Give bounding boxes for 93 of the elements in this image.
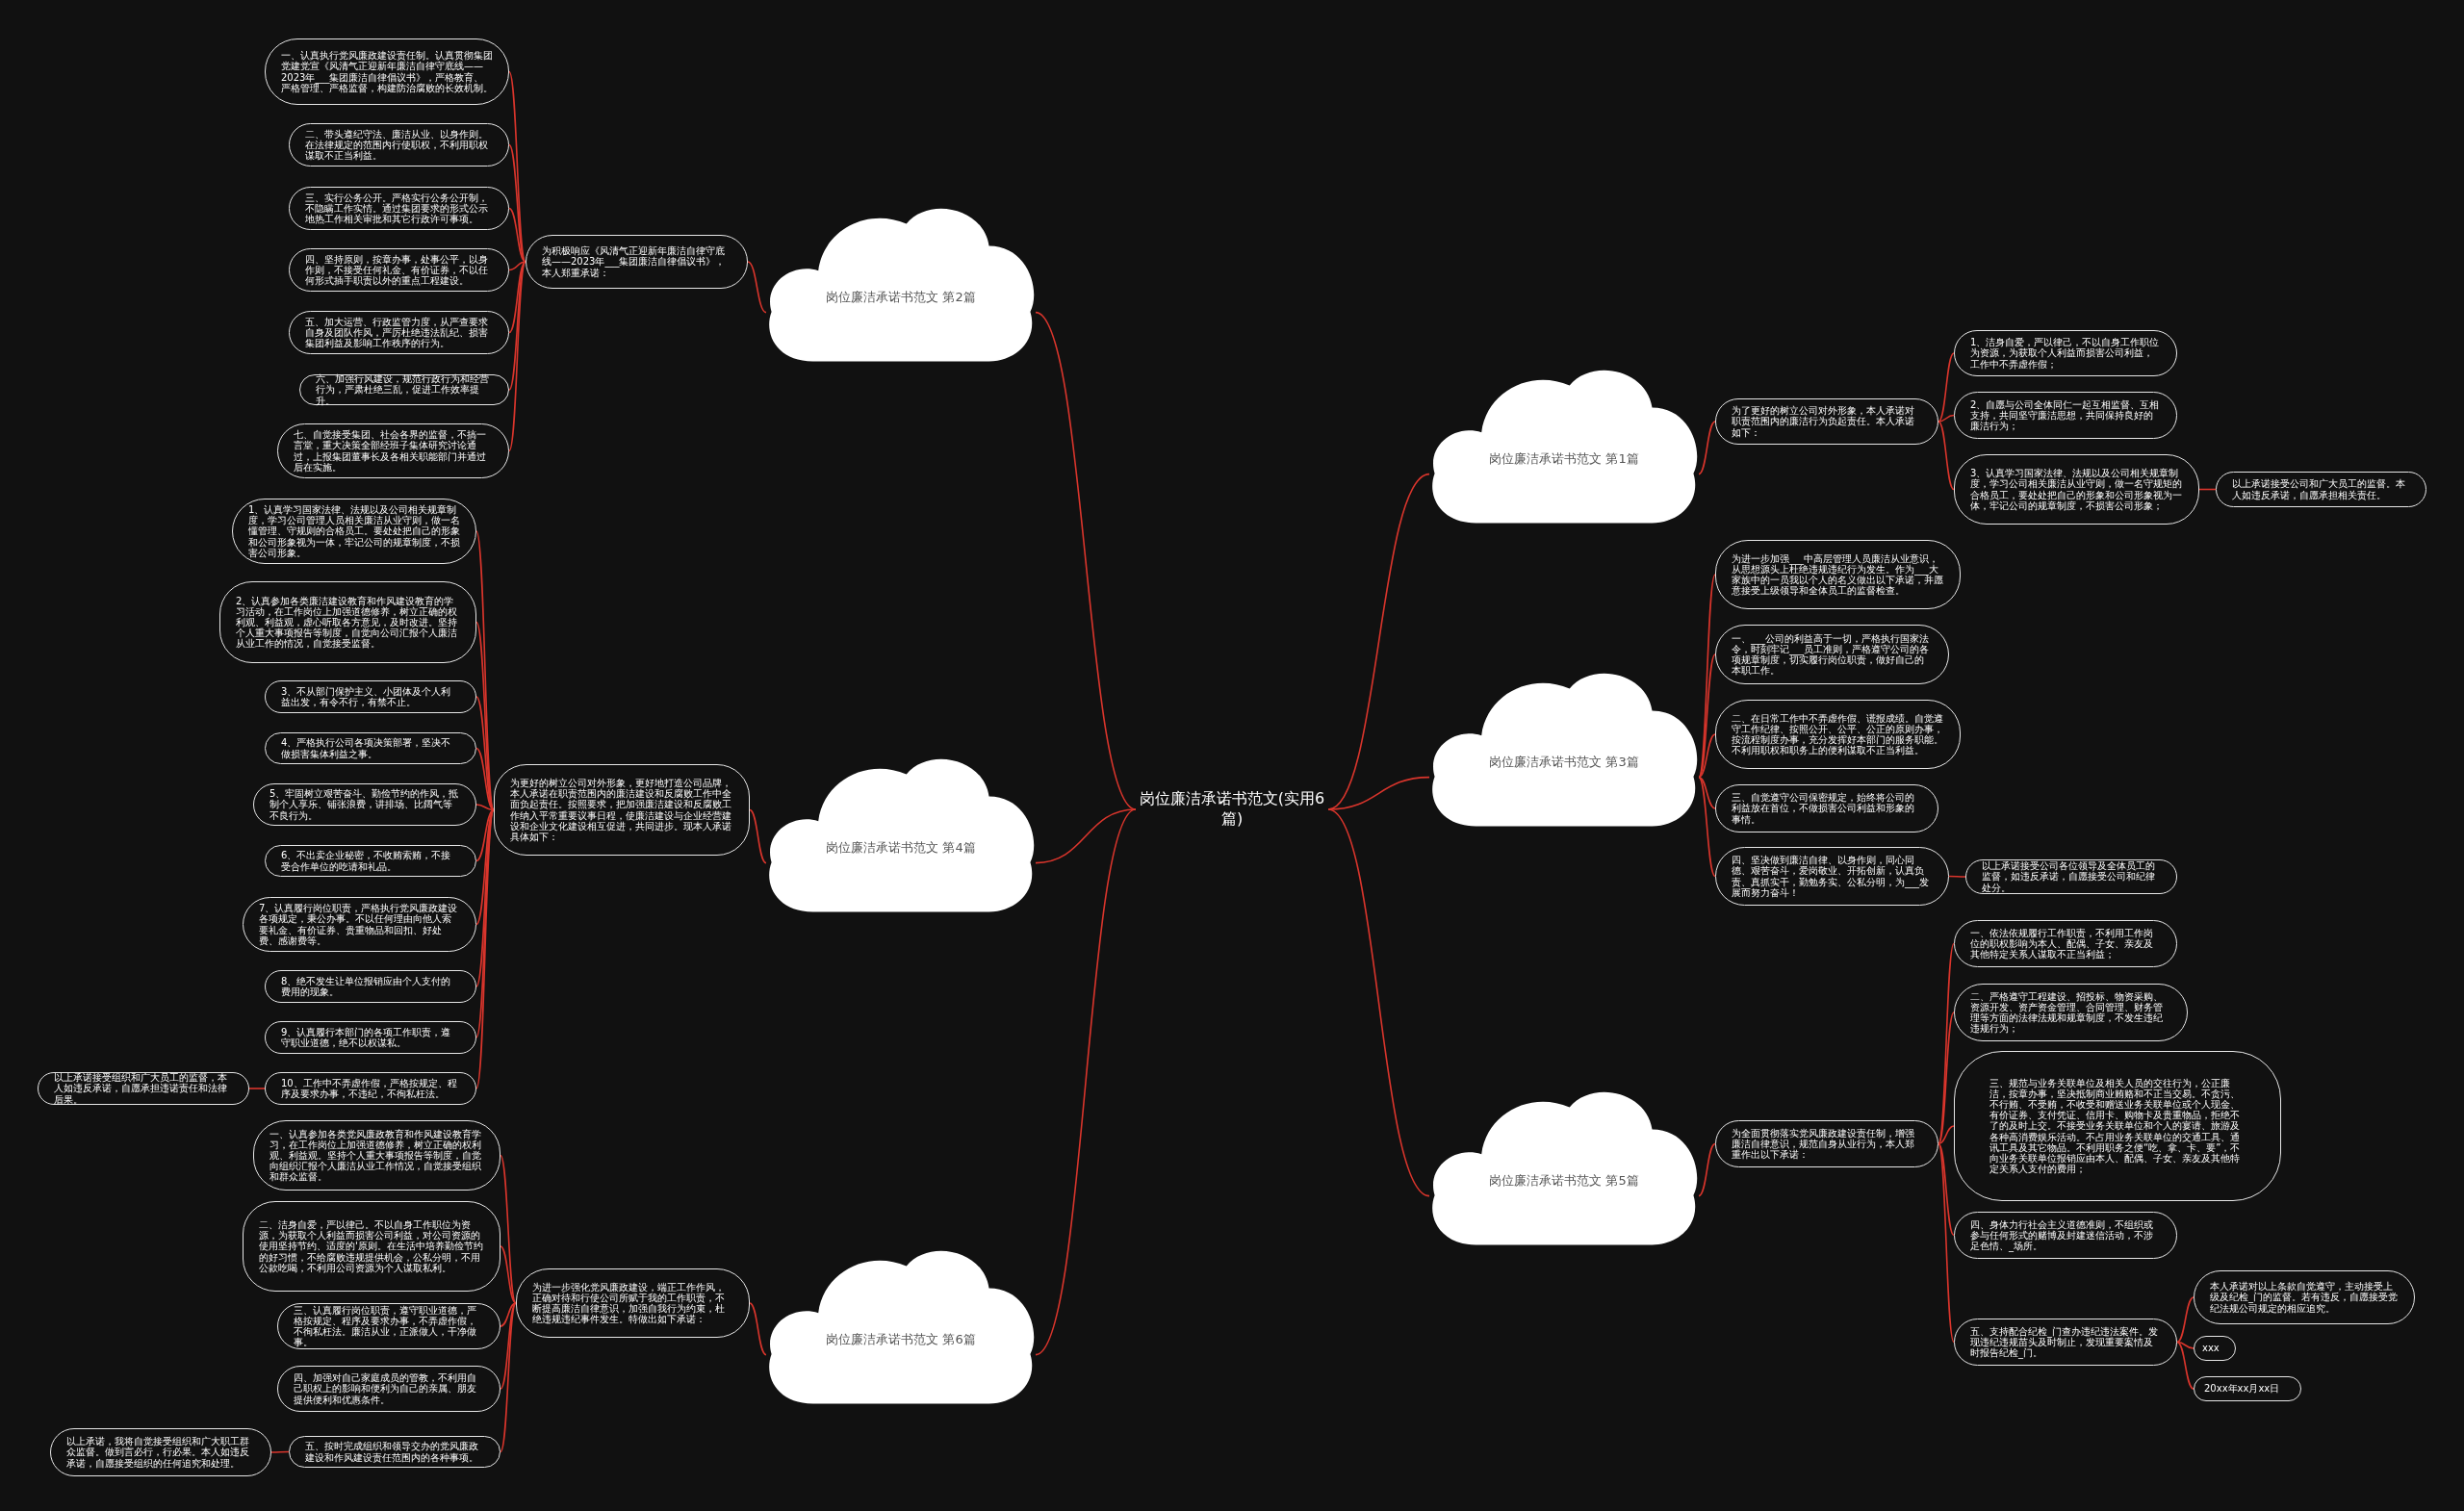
connector-line	[1948, 875, 1966, 878]
connector-line	[2176, 1296, 2194, 1344]
topic-box: 为进一步加强___中高层管理人员廉洁从业意识，从思想源头上杜绝违规违纪行为发生。作为___大家族中的一员我以个人的名义做出以下承诺，并愿意接受上级领导和全体员工的监督检查。	[1715, 540, 1961, 609]
topic-box: 以上承诺接受公司各位领导及全体员工的监督，如违反承诺，自愿接受公司和纪律处分。	[1965, 859, 2177, 894]
connector-line	[500, 1245, 517, 1304]
topic-box: 以上承诺接受组织和广大员工的监督，本人如违反承诺，自愿承担违诺责任和法律后果。	[38, 1072, 249, 1105]
connector-line	[2176, 1341, 2194, 1390]
connector-line	[508, 261, 526, 452]
topic-box: 2、认真参加各类廉洁建设教育和作风建设教育的学习活动，在工作岗位上加强道德修养，树立正确的权利观、利益观，虚心听取各方意见，及时改进。坚持个人重大事项报告等制度，自觉向公司汇报个人廉洁从业工作的情况，自觉接受监督。	[219, 581, 476, 663]
connector-line	[1938, 352, 1955, 423]
topic-box: 为进一步强化党风廉政建设，端正工作作风，正确对待和行使公司所赋于我的工作职责，不断提高廉洁自律意识，加强自我行为约束，杜绝违规违纪事件发生。特做出如下承诺：	[516, 1268, 750, 1338]
topic-box: 3、不从部门保护主义、小团体及个人利益出发，有令不行，有禁不止。	[265, 680, 476, 713]
topic-box: 本人承诺对以上条款自觉遵守，主动接受上级及纪检_门的监督。若有违反，自愿接受党纪法规公司规定的相应追究。	[2194, 1270, 2415, 1324]
connector-line	[1327, 808, 1430, 1197]
topic-box: 为更好的树立公司对外形象，更好地打造公司品牌，本人承诺在职责范围内的廉洁建设和反腐败工作中全面负起责任。按照要求，把加强廉洁建设和反腐败工作纳入平常重要议事日程，使廉洁建设与企业经营建设和企业文化建设相互促进，共同进步。现本人承诺具体如下：	[494, 764, 750, 856]
connector-line	[508, 261, 526, 391]
topic-label: 岗位廉洁承诺书范文 第6篇	[826, 1332, 976, 1347]
topic-label: 岗位廉洁承诺书范文 第1篇	[1489, 451, 1639, 467]
topic-box: 四、坚持原则，按章办事，处事公平，以身作则，不接受任何礼金、有价证券，不以任何形式插手职责以外的重点工程建设。	[289, 248, 509, 292]
connector-line	[747, 261, 767, 314]
connector-line	[1698, 776, 1716, 878]
connector-line	[2176, 1341, 2194, 1349]
topic-box: 四、加强对自己家庭成员的管教，不利用自己职权上的影响和便利为自己的亲属、朋友提供便利和优惠条件。	[277, 1366, 500, 1412]
topic-box: 一、依法依规履行工作职责，不利用工作岗位的职权影响为本人、配偶、子女、亲友及其他特定关系人谋取不正当利益；	[1954, 920, 2177, 967]
connector-line	[270, 1450, 290, 1453]
topic-label: 岗位廉洁承诺书范文 第2篇	[826, 290, 976, 305]
topic-box: 四、身体力行社会主义道德准则，不组织或参与任何形式的赌博及封建迷信活动，不涉足色情、_场所。	[1954, 1212, 2177, 1259]
topic-box: 二、严格遵守工程建设、招投标、物资采购、资源开发、资产资金管理、合同管理、财务管理等方面的法律法规和规章制度，不发生违纪违规行为；	[1954, 984, 2188, 1041]
central-topic: 岗位廉洁承诺书范文(实用6篇)	[1136, 783, 1328, 835]
topic-box: 9、认真履行本部门的各项工作职责，遵守职业道德，绝不以权谋私。	[265, 1021, 476, 1054]
topic-box: 3、认真学习国家法律、法规以及公司相关规章制度，学习公司相关廉洁从业守则，做一名守规矩的合格员工，要处处把自己的形象和公司形象视为一体，牢记公司的规章制度，不损害公司形象；	[1954, 454, 2199, 525]
topic-box: 为积极响应《风清气正迎新年廉洁自律守底线——2023年___集团廉洁自律倡议书》，本人郑重承诺：	[526, 235, 748, 289]
connector-line	[1938, 1125, 1955, 1145]
connector-line	[1698, 1142, 1716, 1197]
topic-box: 七、自觉接受集团、社会各界的监督，不搞一言堂，重大决策全部经班子集体研究讨论通过，上报集团董事长及各相关职能部门并通过后在实施。	[277, 423, 509, 478]
topic-box: 一、认真参加各类党风廉政教育和作风建设教育学习，在工作岗位上加强道德修养，树立正确的权利观、利益观。坚持个人重大事项报告等制度，自觉向组织汇报个人廉洁从业工作情况，自觉接受组织和群众监督。	[253, 1120, 500, 1191]
topic-box: 二、带头遵纪守法、廉洁从业、以身作则。在法律规定的范围内行使职权，不利用职权谋取不正当利益。	[289, 123, 509, 166]
connector-line	[1938, 421, 1955, 491]
topic-box: 为全面贯彻落实党风廉政建设责任制，增强廉洁自律意识，规范自身从业行为，本人郑重作出以下承诺：	[1715, 1120, 1938, 1167]
topic-box: 1、认真学习国家法律、法规以及公司相关规章制度，学习公司管理人员相关廉洁从业守则，做一名懂管理、守规则的合格员工。要处处把自己的形象和公司形象视为一体，牢记公司的规章制度，不损害公司形象。	[232, 499, 476, 564]
topic-box: 6、不出卖企业秘密，不收贿索贿，不接受合作单位的吃请和礼品。	[265, 845, 476, 877]
topic-label: 岗位廉洁承诺书范文 第4篇	[826, 840, 976, 856]
connector-line	[1938, 414, 1955, 423]
topic-box: 二、洁身自爱，严以律己。不以自身工作职位为资源，为获取个人利益而损害公司利益，对公司资源的使用坚持节约、适度的'原则。在生活中培养勤俭节约的好习惯，不给腐败违规提供机会，公私分明，不用公款吃喝，不利用公司资源为个人谋取私利。	[243, 1201, 500, 1292]
connector-line	[500, 1302, 517, 1453]
connector-line	[500, 1154, 517, 1304]
topic-box: 五、支持配合纪检_门查办违纪违法案件。发现违纪违规苗头及时制止，发现重要案情及时报告纪检_门。	[1954, 1319, 2177, 1366]
connector-line	[1698, 776, 1716, 809]
topic-box: 三、认真履行岗位职责，遵守职业道德，严格按规定、程序及要求办事，不弄虚作假，不徇私枉法。廉洁从业，正派做人，干净做事。	[277, 1303, 500, 1349]
connector-line	[1938, 1012, 1955, 1145]
topic-box: 为了更好的树立公司对外形象，本人承诺对职责范围内的廉洁行为负起责任。本人承诺如下：	[1715, 398, 1938, 445]
topic-box: 五、按时完成组织和领导交办的党风廉政建设和作风建设责任范围内的各种事项。	[289, 1436, 500, 1468]
topic-box: 三、规范与业务关联单位及相关人员的交往行为，公正廉洁，按章办事，坚决抵制商业贿赂和不正当交易。不贪污、不行贿、不受贿，不收受和赠送业务关联单位或个人现金、有价证券、支付凭证、信用卡、购物卡及贵重物品，拒绝不了的及时上交。不接受业务关联单位和个人的宴请、旅游及各种高消费娱乐活动。不占用业务关联单位的交通工具、通讯工具及其它物品。不利用职务之便“吃、拿、卡、要”，不向业务关联单位报销应由本人、配偶、子女、亲友及其他特定关系人支付的费用；	[1954, 1051, 2281, 1201]
topic-box: 20xx年xx月xx日	[2194, 1376, 2301, 1401]
connector-line	[1698, 421, 1716, 475]
connector-line	[1035, 808, 1137, 1356]
connector-line	[475, 808, 495, 862]
connector-line	[1938, 1142, 1955, 1344]
topic-box: 1、洁身自爱，严以律己，不以自身工作职位为资源，为获取个人利益而损害公司利益，工作中不弄虚作假；	[1954, 330, 2177, 376]
topic-box: 二、在日常工作中不弄虚作假、谎报成绩。自觉遵守工作纪律、按照公开、公平、公正的原则办事，按流程制度办事，充分发挥好本部门的服务职能。不利用职权和职务上的便利谋取不正当利益。	[1715, 700, 1961, 769]
connector-line	[500, 1302, 517, 1327]
topic-box: 四、坚决做到廉洁自律、以身作则，同心同德、艰苦奋斗，爱岗敬业、开拓创新，认真负责、真抓实干，勤勉务实、公私分明，为___发展而努力奋斗！	[1715, 847, 1949, 906]
connector-line	[508, 261, 526, 271]
topic-box: 以上承诺接受公司和广大员工的监督。本人如违反承诺，自愿承担相关责任。	[2216, 472, 2426, 507]
topic-box: 五、加大运营、行政监管力度，从严查要求自身及团队作风，严厉杜绝违法乱纪、损害集团利益及影响工作秩序的行为。	[289, 311, 509, 354]
topic-box: 8、绝不发生让单位报销应由个人支付的费用的现象。	[265, 970, 476, 1003]
topic-box: 10、工作中不弄虚作假，严格按规定、程序及要求办事，不违纪，不徇私枉法。	[265, 1072, 476, 1105]
connector-line	[749, 808, 767, 864]
topic-box: 六、加强行风建设，规范行政行为和经营行为，严肃杜绝三乱，促进工作效率提升。	[299, 374, 509, 405]
topic-box: 4、严格执行公司各项决策部署，坚决不做损害集体利益之事。	[265, 732, 476, 764]
connector-line	[749, 1302, 767, 1356]
topic-label: 岗位廉洁承诺书范文 第5篇	[1489, 1173, 1639, 1189]
topic-label: 岗位廉洁承诺书范文 第3篇	[1489, 755, 1639, 770]
topic-box: 三、自觉遵守公司保密规定，始终将公司的利益放在首位，不做损害公司利益和形象的事情。	[1715, 784, 1938, 832]
connector-line	[1698, 733, 1716, 779]
connector-line	[1035, 808, 1137, 864]
topic-box: xxx	[2194, 1336, 2236, 1361]
connector-line	[475, 804, 495, 811]
connector-line	[508, 207, 526, 263]
topic-box: 2、自愿与公司全体同仁一起互相监督、互相支持，共同坚守廉洁思想，共同保持良好的廉洁行为；	[1954, 392, 2177, 439]
topic-box: 以上承诺，我将自觉接受组织和广大职工群众监督。做到言必行，行必果。本人如违反承诺，自愿接受组织的任何追究和处理。	[50, 1428, 271, 1476]
connector-line	[1327, 776, 1430, 810]
connector-line	[475, 747, 495, 811]
connector-line	[508, 261, 526, 334]
topic-box: 一、___公司的利益高于一切，严格执行国家法令，时刻牢记___员工准则，严格遵守公司的各项规章制度，切实履行岗位职责，做好自己的本职工作。	[1715, 625, 1949, 684]
connector-line	[1698, 653, 1716, 779]
connector-line	[500, 1302, 517, 1390]
topic-box: 5、牢固树立艰苦奋斗、勤俭节约的作风，抵制个人享乐、铺张浪费，讲排场、比阔气等不良行为。	[253, 783, 476, 826]
connector-line	[1938, 1142, 1955, 1237]
topic-box: 三、实行公务公开。严格实行公务公开制，不隐瞒工作实情。通过集团要求的形式公示地热工作相关审批和其它行政许可事项。	[289, 187, 509, 230]
topic-box: 7、认真履行岗位职责，严格执行党风廉政建设各项规定，秉公办事。不以任何理由向他人索要礼金、有价证券、贵重物品和回扣、好处费、感谢费等。	[243, 897, 476, 952]
connector-line	[248, 1088, 266, 1089]
topic-box: 一、认真执行党风廉政建设责任制。认真贯彻集团党建党宣《风清气正迎新年廉洁自律守底线——2023年___集团廉洁自律倡议书》，严格教育、严格管理、严格监督，构建防治腐败的长效机制。	[265, 38, 509, 105]
